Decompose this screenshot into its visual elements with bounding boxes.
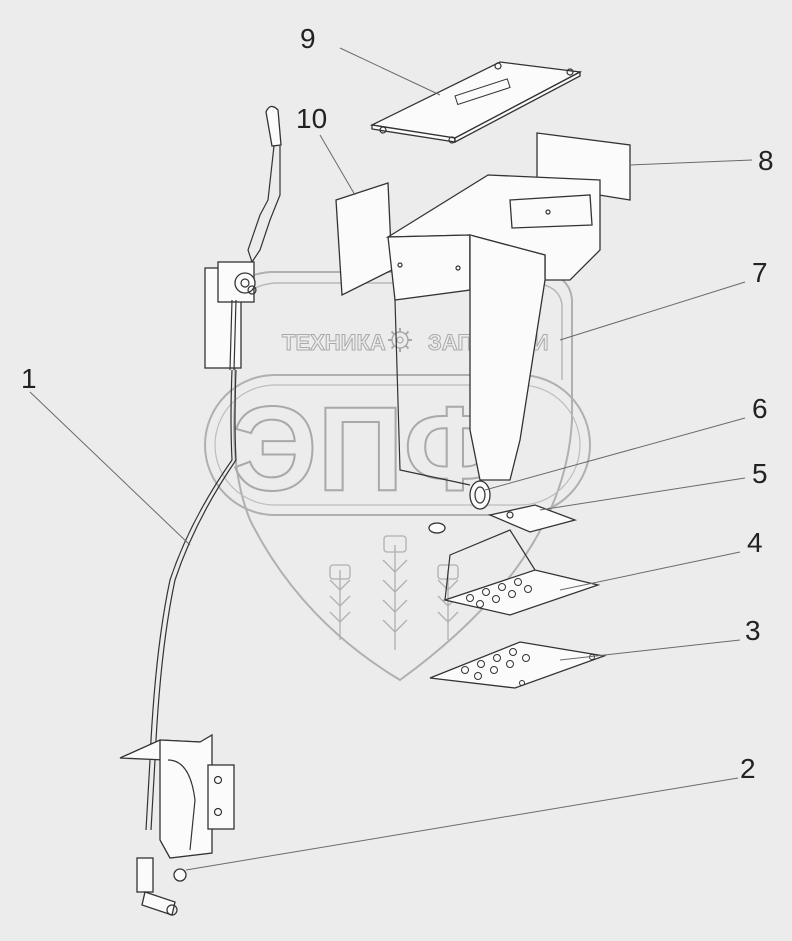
gear-icon <box>388 328 412 352</box>
callouts: 1 2 3 4 5 6 7 8 9 10 <box>21 23 774 784</box>
callout-3: 3 <box>745 615 761 646</box>
part-1-cable <box>145 369 237 831</box>
callout-2: 2 <box>740 753 756 784</box>
watermark-logo-letters: ЭПФ <box>232 382 506 516</box>
wheat-ears-icon <box>329 535 459 650</box>
callout-4: 4 <box>747 527 763 558</box>
part-10-panel <box>335 182 393 297</box>
part-3-plate <box>429 641 607 689</box>
part-6-grommet <box>469 480 491 510</box>
watermark-text-left: ТЕХНИКА <box>282 330 386 355</box>
part-5-bracket <box>428 504 578 534</box>
callout-5: 5 <box>752 458 768 489</box>
callout-10: 10 <box>296 103 327 134</box>
part-9-top-plate <box>369 61 583 144</box>
part-2-bracket <box>119 733 235 916</box>
callout-6: 6 <box>752 393 768 424</box>
callout-8: 8 <box>758 145 774 176</box>
part-1-shift-lever <box>204 105 282 371</box>
callout-1: 1 <box>21 363 37 394</box>
part-4-plate <box>442 529 601 616</box>
leader-lines <box>29 47 753 871</box>
callout-9: 9 <box>300 23 316 54</box>
part-7-housing <box>385 174 601 486</box>
callout-7: 7 <box>752 257 768 288</box>
